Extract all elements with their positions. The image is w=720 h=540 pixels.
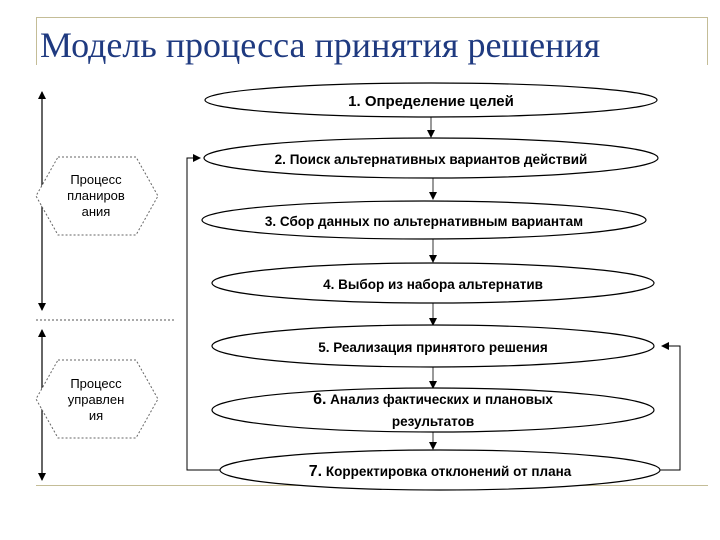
management-label-line3: ия [89, 408, 103, 423]
step-3-label: 3. Сбор данных по альтернативным вариант… [265, 214, 583, 229]
planning-hexagon [35, 156, 159, 236]
planning-label-line1: Процесс [70, 172, 122, 187]
management-hexagon [35, 359, 159, 439]
step-5-label: 5. Реализация принятого решения [318, 340, 548, 355]
step-1-label: 1. Определение целей [348, 93, 514, 110]
frame-right-line [707, 17, 708, 65]
step-6-label-line2: результатов [392, 414, 474, 429]
step-6-label-line1: 6. Анализ фактических и плановых [313, 391, 553, 408]
step-7-ellipse [219, 449, 661, 491]
frame-left-line [36, 17, 37, 65]
step-4-label: 4. Выбор из набора альтернатив [323, 277, 543, 292]
step-2-ellipse [203, 137, 659, 179]
step-7-label: 7. Корректировка отклонений от плана [309, 463, 572, 480]
step-3-ellipse [201, 200, 647, 240]
feedback-loop-to-step-2 [186, 154, 247, 471]
feedback-loop-to-step-5 [650, 342, 681, 471]
step-4-ellipse [211, 262, 655, 304]
step-6-ellipse [211, 387, 655, 433]
step-5-ellipse [211, 324, 655, 368]
management-label-line2: управлен [68, 392, 125, 407]
planning-label-line2: планиров [67, 188, 125, 203]
frame-top-line [36, 17, 708, 18]
step-1-ellipse [204, 82, 658, 118]
planning-label-line3: ания [82, 204, 111, 219]
step-2-label: 2. Поиск альтернативных вариантов действ… [275, 152, 588, 167]
management-label-line1: Процесс [70, 376, 122, 391]
slide-title: Модель процесса принятия решения [40, 25, 601, 65]
